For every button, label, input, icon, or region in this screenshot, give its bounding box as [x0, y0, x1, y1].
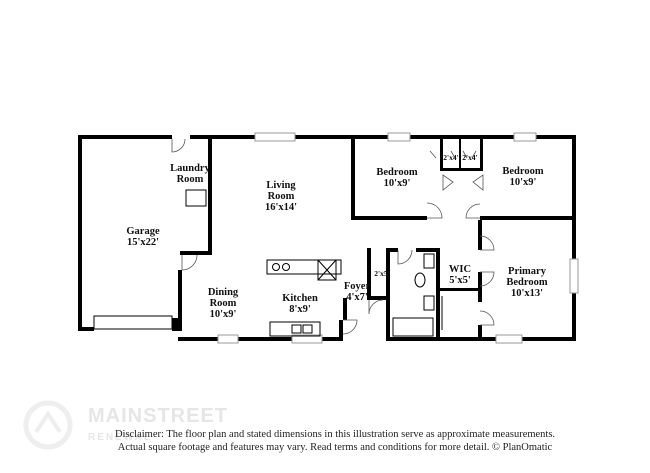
bifold-door [442, 174, 484, 191]
window [569, 258, 579, 294]
vanity-sink [423, 253, 435, 269]
door-swing [171, 138, 186, 153]
door-swing [181, 254, 198, 271]
fixtures [185, 189, 443, 337]
primary-bedroom-label: Bedroom [506, 277, 547, 288]
watermark-text: MAINSTREET [88, 405, 228, 427]
bathtub [392, 317, 434, 337]
closet-dimensions: 2'x5' [374, 269, 389, 278]
sink-icon [291, 324, 302, 334]
door-swing [397, 249, 413, 265]
garage-label: Garage [126, 226, 160, 237]
toilet-icon [414, 272, 426, 288]
door-swings [171, 138, 495, 335]
disclaimer-line: Actual square footage and features may v… [118, 442, 553, 453]
living-room-label: Living [266, 180, 296, 191]
kitchen-counter [266, 259, 342, 275]
shelf-lines [437, 296, 443, 330]
windows [217, 132, 579, 344]
bedroom-label: Bedroom [502, 166, 543, 177]
door-swing [342, 319, 358, 335]
window [291, 334, 323, 344]
disclaimer-line: Disclaimer: The floor plan and stated di… [115, 429, 555, 440]
laundry-label: Room [177, 174, 204, 185]
kitchen-sink-counter [269, 321, 321, 337]
laundry-appliance [185, 189, 207, 207]
bedroom-dimensions: 10'x9' [384, 178, 411, 189]
foyer-dimensions: 4'x7' [346, 292, 368, 303]
disclaimer: Disclaimer: The floor plan and stated di… [115, 429, 555, 453]
bedroom-label: Bedroom [376, 167, 417, 178]
window [513, 132, 537, 142]
window [387, 132, 411, 142]
refrigerator-x-icon [317, 259, 337, 281]
closet-door [429, 150, 477, 159]
closet-dimensions: 2'x4' [462, 153, 477, 162]
living-room-label: Room [268, 191, 295, 202]
kitchen-label: Kitchen [282, 293, 318, 304]
laundry-label: Laundry [170, 163, 210, 174]
primary-bedroom-label: Primary [508, 266, 547, 277]
door-swing [465, 203, 481, 219]
primary-bedroom-dimensions: 10'x13' [511, 288, 543, 299]
kitchen-dimensions: 8'x9' [289, 304, 311, 315]
watermark-house-icon [34, 410, 62, 434]
refrigerator [317, 259, 337, 281]
interior-walls [180, 139, 576, 341]
dining-room-dimensions: 10'x9' [210, 309, 237, 320]
door-swing [368, 299, 384, 315]
door-swing [426, 202, 443, 219]
vanity-sink [423, 295, 435, 311]
living-room-dimensions: 16'x14' [265, 202, 297, 213]
wic-label: WIC [449, 264, 471, 275]
foyer-label: Foyer [344, 281, 371, 292]
garage-dimensions: 15'x22' [127, 237, 159, 248]
door-swing [479, 310, 495, 326]
garage-door [93, 315, 173, 330]
window [254, 132, 296, 142]
stove-burner-icon [282, 263, 290, 271]
window [217, 334, 239, 344]
dining-room-label: Dining [208, 287, 239, 298]
closet-dimensions: 2'x4' [443, 153, 458, 162]
window [495, 334, 523, 344]
dining-room-label: Room [210, 298, 237, 309]
watermark-logo: MAINSTREET RENEWAL [23, 400, 228, 450]
wic-dimensions: 5'x5' [449, 275, 471, 286]
bedroom-dimensions: 10'x9' [510, 177, 537, 188]
watermark-circle-icon [23, 400, 73, 450]
sink-icon [302, 324, 313, 334]
door-swing [479, 235, 495, 251]
stove-burner-icon [272, 263, 280, 271]
watermark-subtext: RENEWAL [88, 432, 152, 443]
room-labels: Laundry Room Garage 15'x22' Living Room … [126, 153, 547, 320]
door-swing [479, 271, 495, 287]
